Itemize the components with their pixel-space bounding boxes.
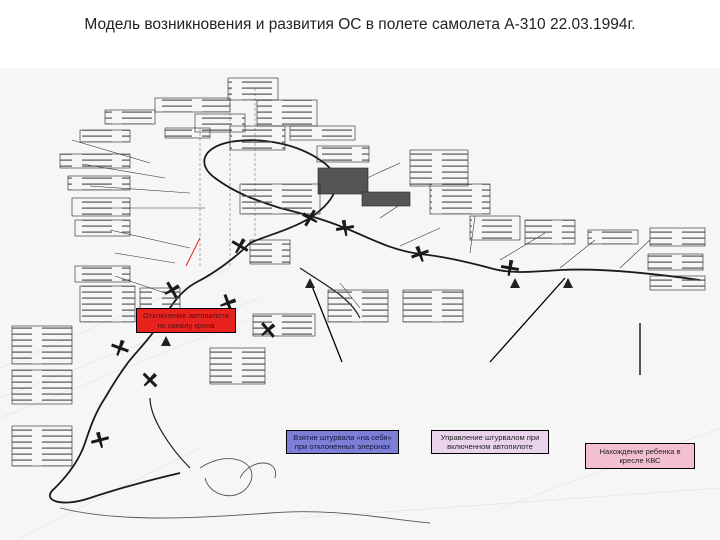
yoke-pull-callout: Взятие штурвала «на себя» при отклоненны… [286,430,399,454]
autopilot-leader [186,238,200,266]
autopilot-off-callout: Отключение автопилота по каналу крена [136,308,236,333]
page-title: Модель возникновения и развития ОС в пол… [0,16,720,34]
flight-diagram: Отключение автопилота по каналу крена Вз… [0,68,720,540]
annotation-boxes [12,78,705,466]
flight-path-diagram [0,68,720,540]
yoke-control-callout: Управление штурвалом при включенном авто… [431,430,549,454]
child-in-seat-callout: Нахождение ребенка в кресле КВС [585,443,695,469]
